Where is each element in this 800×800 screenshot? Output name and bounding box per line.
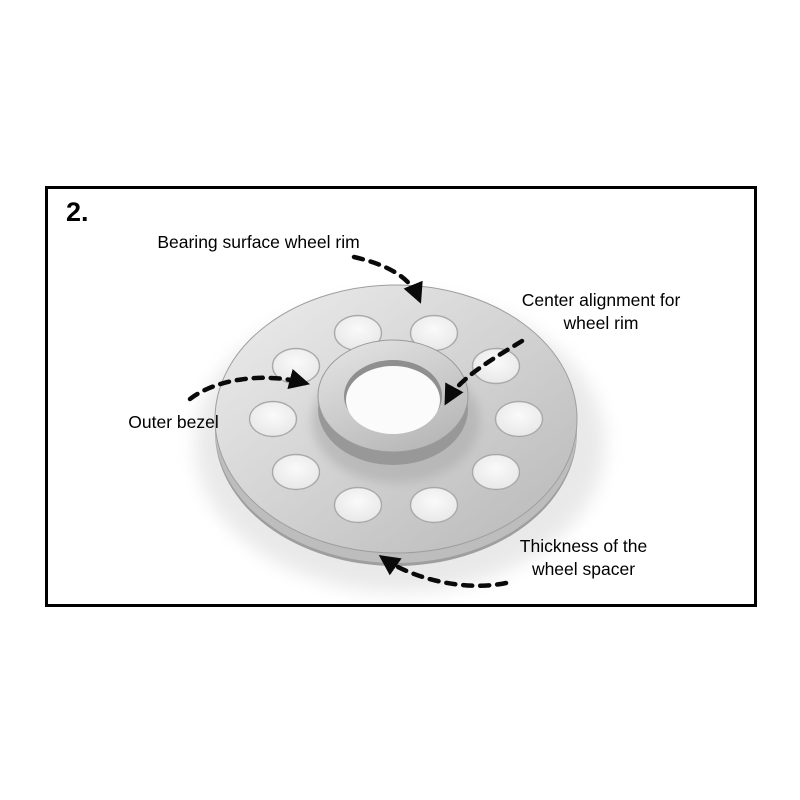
label-thickness-line2: wheel spacer: [531, 558, 636, 579]
label-center-alignment: Center alignment for wheel rim: [506, 289, 696, 335]
arrow-to-bearing-surface: [351, 254, 423, 304]
label-thickness-line1: Thickness of the: [519, 536, 648, 556]
arrow-to-center-alignment: [444, 338, 525, 406]
center-bore: [346, 366, 440, 434]
annotation-arrows: [187, 254, 525, 588]
wheel-spacer-illustration: [187, 254, 605, 592]
wheel-spacer: [214, 284, 578, 566]
spacer-center-hub: [312, 339, 480, 483]
label-center-alignment-line2: wheel rim: [563, 312, 639, 333]
step-number: 2.: [66, 197, 89, 227]
arrow-to-outer-bezel: [187, 369, 311, 402]
diagram-box: 2. Bearing surface wheel rim Center alig…: [45, 186, 757, 607]
label-center-alignment-line1: Center alignment for: [521, 290, 681, 310]
label-bearing-surface: Bearing surface wheel rim: [157, 232, 360, 252]
label-outer-bezel: Outer bezel: [128, 412, 219, 432]
label-thickness: Thickness of the wheel spacer: [491, 535, 676, 581]
